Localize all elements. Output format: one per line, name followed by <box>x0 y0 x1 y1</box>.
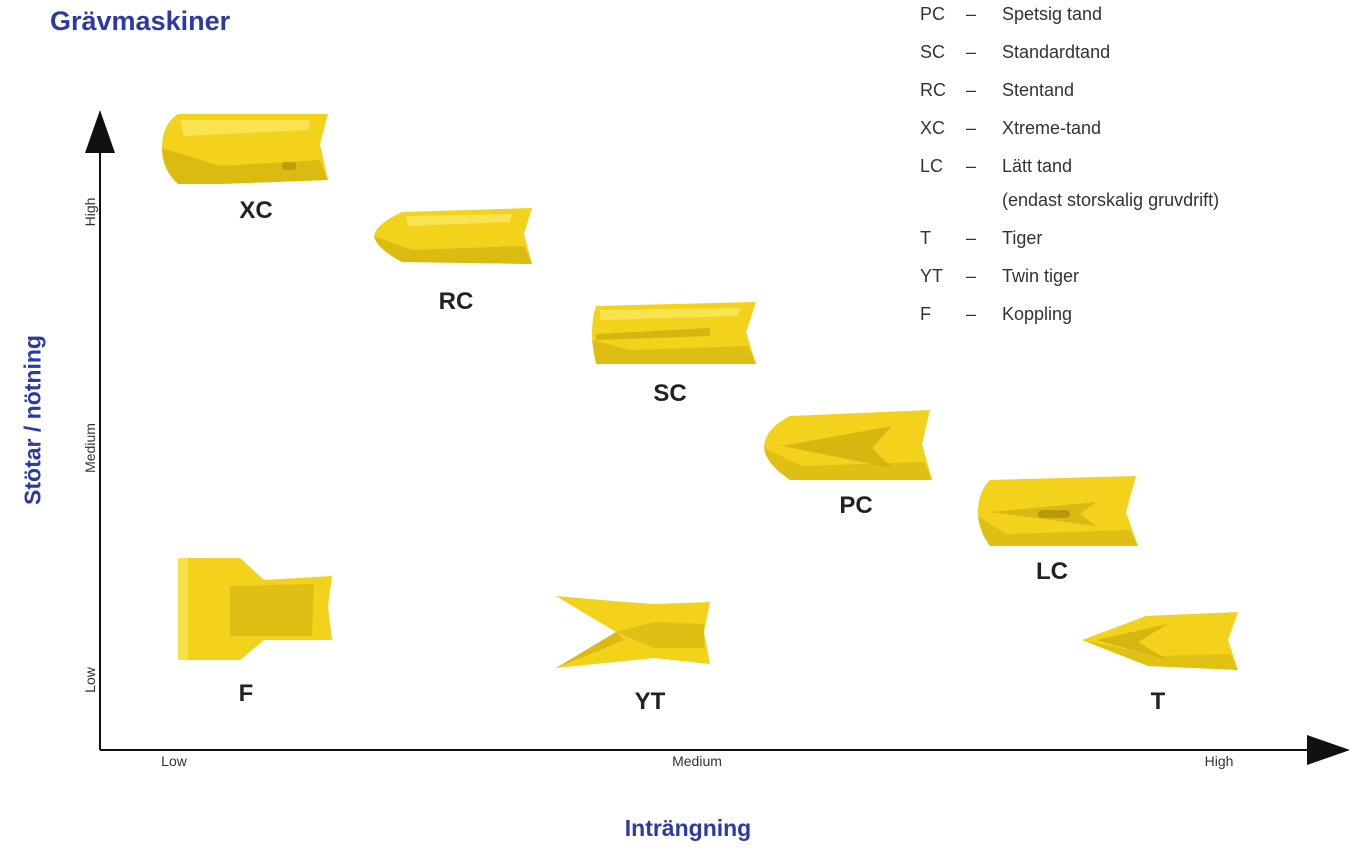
legend-dash: – <box>966 42 977 62</box>
y-tick-low: Low <box>82 667 98 693</box>
legend-code: XC <box>920 118 946 138</box>
x-axis-label: Inträngning <box>624 815 752 841</box>
tooth-lc-icon <box>978 476 1138 546</box>
legend-dash: – <box>966 4 977 24</box>
legend-code: LC <box>920 156 944 176</box>
legend-dash: – <box>966 266 977 286</box>
legend-code: T <box>920 228 931 248</box>
legend-code: SC <box>920 42 946 62</box>
legend-desc: Lätt tand <box>1002 156 1073 176</box>
legend-code: F <box>920 304 931 324</box>
y-axis-arrow-icon <box>85 110 115 153</box>
tooth-label-f: F <box>238 680 254 707</box>
tooth-f-icon <box>178 558 332 660</box>
legend-dash: – <box>966 228 977 248</box>
legend-desc: Xtreme-tand <box>1002 118 1102 138</box>
legend-desc: Stentand <box>1002 80 1075 100</box>
tooth-pc-icon <box>764 410 932 480</box>
x-axis-arrow-icon <box>1307 735 1350 765</box>
tooth-label-t: T <box>1150 688 1166 715</box>
legend-dash: – <box>966 304 977 324</box>
tooth-yt-icon <box>556 596 710 668</box>
y-axis-label: Stötar / nötning <box>19 335 46 505</box>
legend-desc: Spetsig tand <box>1002 4 1103 24</box>
legend-dash: – <box>966 118 977 138</box>
legend-desc: Standardtand <box>1002 42 1111 62</box>
tooth-label-sc: SC <box>653 380 687 407</box>
legend-dash: – <box>966 80 977 100</box>
tooth-sc-icon <box>592 302 756 364</box>
legend-code: YT <box>920 266 944 286</box>
tooth-xc-icon <box>162 114 328 184</box>
legend-desc: Tiger <box>1002 228 1043 248</box>
legend-code: PC <box>920 4 946 24</box>
legend-desc: Twin tiger <box>1002 266 1080 286</box>
page-title: Grävmaskiner <box>50 6 231 36</box>
legend-desc: Koppling <box>1002 304 1073 324</box>
tooth-rc-icon <box>374 208 532 264</box>
x-tick-low: Low <box>161 753 187 769</box>
legend-desc-note: (endast storskalig gruvdrift) <box>1002 190 1220 210</box>
tooth-label-yt: YT <box>634 688 666 715</box>
tooth-t-icon <box>1082 612 1238 670</box>
y-tick-medium: Medium <box>82 423 98 473</box>
tooth-label-rc: RC <box>438 288 474 315</box>
tooth-label-pc: PC <box>839 492 873 519</box>
tooth-label-lc: LC <box>1036 558 1068 585</box>
x-tick-medium: Medium <box>672 753 722 769</box>
tooth-label-xc: XC <box>239 197 273 224</box>
x-tick-high: High <box>1204 753 1234 769</box>
legend-code: RC <box>920 80 946 100</box>
legend-dash: – <box>966 156 977 176</box>
y-tick-high: High <box>82 197 98 227</box>
